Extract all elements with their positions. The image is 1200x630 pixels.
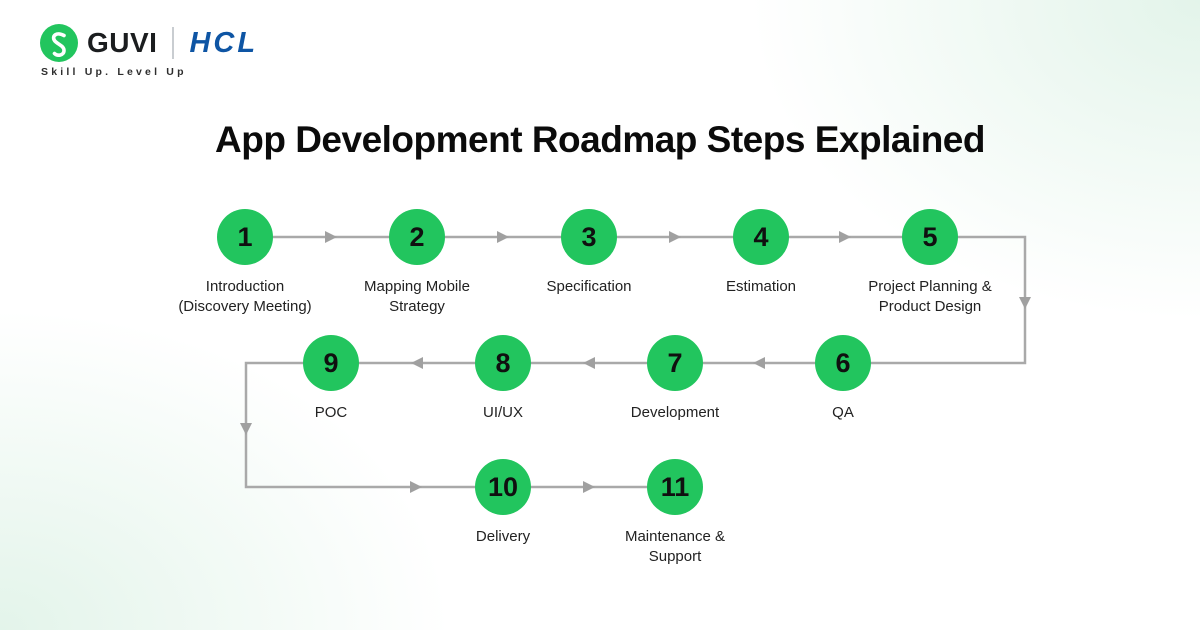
arrow-right-icon xyxy=(325,231,337,243)
step-label-3: Specification xyxy=(546,278,632,295)
step-label-9: POC xyxy=(314,404,348,421)
step-circle-10: 10 xyxy=(475,459,531,515)
step-label-11: Maintenance & Support xyxy=(624,528,726,565)
hcl-wordmark: HCL xyxy=(189,26,259,59)
arrow-down-icon xyxy=(240,423,252,435)
guvi-wordmark: GUVI xyxy=(87,27,158,58)
step-label-8: UI/UX xyxy=(482,404,523,421)
step-label-2: Mapping Mobile Strategy xyxy=(364,278,470,315)
step-circle-2: 2 xyxy=(389,209,445,265)
step-circle-9: 9 xyxy=(303,335,359,391)
step-circle-7: 7 xyxy=(647,335,703,391)
step-number-8: 8 xyxy=(495,347,511,378)
step-circle-3: 3 xyxy=(561,209,617,265)
page-title: App Development Roadmap Steps Explained xyxy=(215,119,985,160)
step-number-1: 1 xyxy=(237,221,253,252)
step-circle-8: 8 xyxy=(475,335,531,391)
arrow-right-icon xyxy=(839,231,851,243)
brand-header: GUVI HCL xyxy=(40,24,258,62)
step-label-7: Development xyxy=(630,404,720,421)
arrow-left-icon xyxy=(411,357,423,369)
guvi-g-icon xyxy=(40,24,78,62)
arrow-left-icon xyxy=(753,357,765,369)
brand-tagline: Skill Up. Level Up xyxy=(41,66,187,78)
flow-line xyxy=(244,235,1027,489)
step-circle-1: 1 xyxy=(217,209,273,265)
step-number-3: 3 xyxy=(581,221,597,252)
step-label-4: Estimation xyxy=(725,278,797,295)
step-number-9: 9 xyxy=(323,347,339,378)
step-number-10: 10 xyxy=(487,471,519,502)
step-label-5: Project Planning & Product Design xyxy=(868,278,992,315)
arrow-right-icon xyxy=(410,481,422,493)
step-label-1: Introduction (Discovery Meeting) xyxy=(178,278,312,315)
guvi-g-glyph xyxy=(51,32,66,57)
step-circle-6: 6 xyxy=(815,335,871,391)
step-number-6: 6 xyxy=(835,347,851,378)
arrow-right-icon xyxy=(669,231,681,243)
step-number-11: 11 xyxy=(660,471,690,502)
step-circle-11: 11 xyxy=(647,459,703,515)
step-number-4: 4 xyxy=(753,221,769,252)
step-label-6: QA xyxy=(832,404,854,421)
step-number-5: 5 xyxy=(922,221,938,252)
arrow-right-icon xyxy=(497,231,509,243)
step-number-7: 7 xyxy=(667,347,683,378)
step-label-10: Delivery xyxy=(475,528,531,545)
logo-divider xyxy=(172,27,175,59)
arrow-right-icon xyxy=(583,481,595,493)
step-circle-4: 4 xyxy=(733,209,789,265)
step-number-2: 2 xyxy=(409,221,425,252)
step-circle-5: 5 xyxy=(902,209,958,265)
arrow-left-icon xyxy=(583,357,595,369)
